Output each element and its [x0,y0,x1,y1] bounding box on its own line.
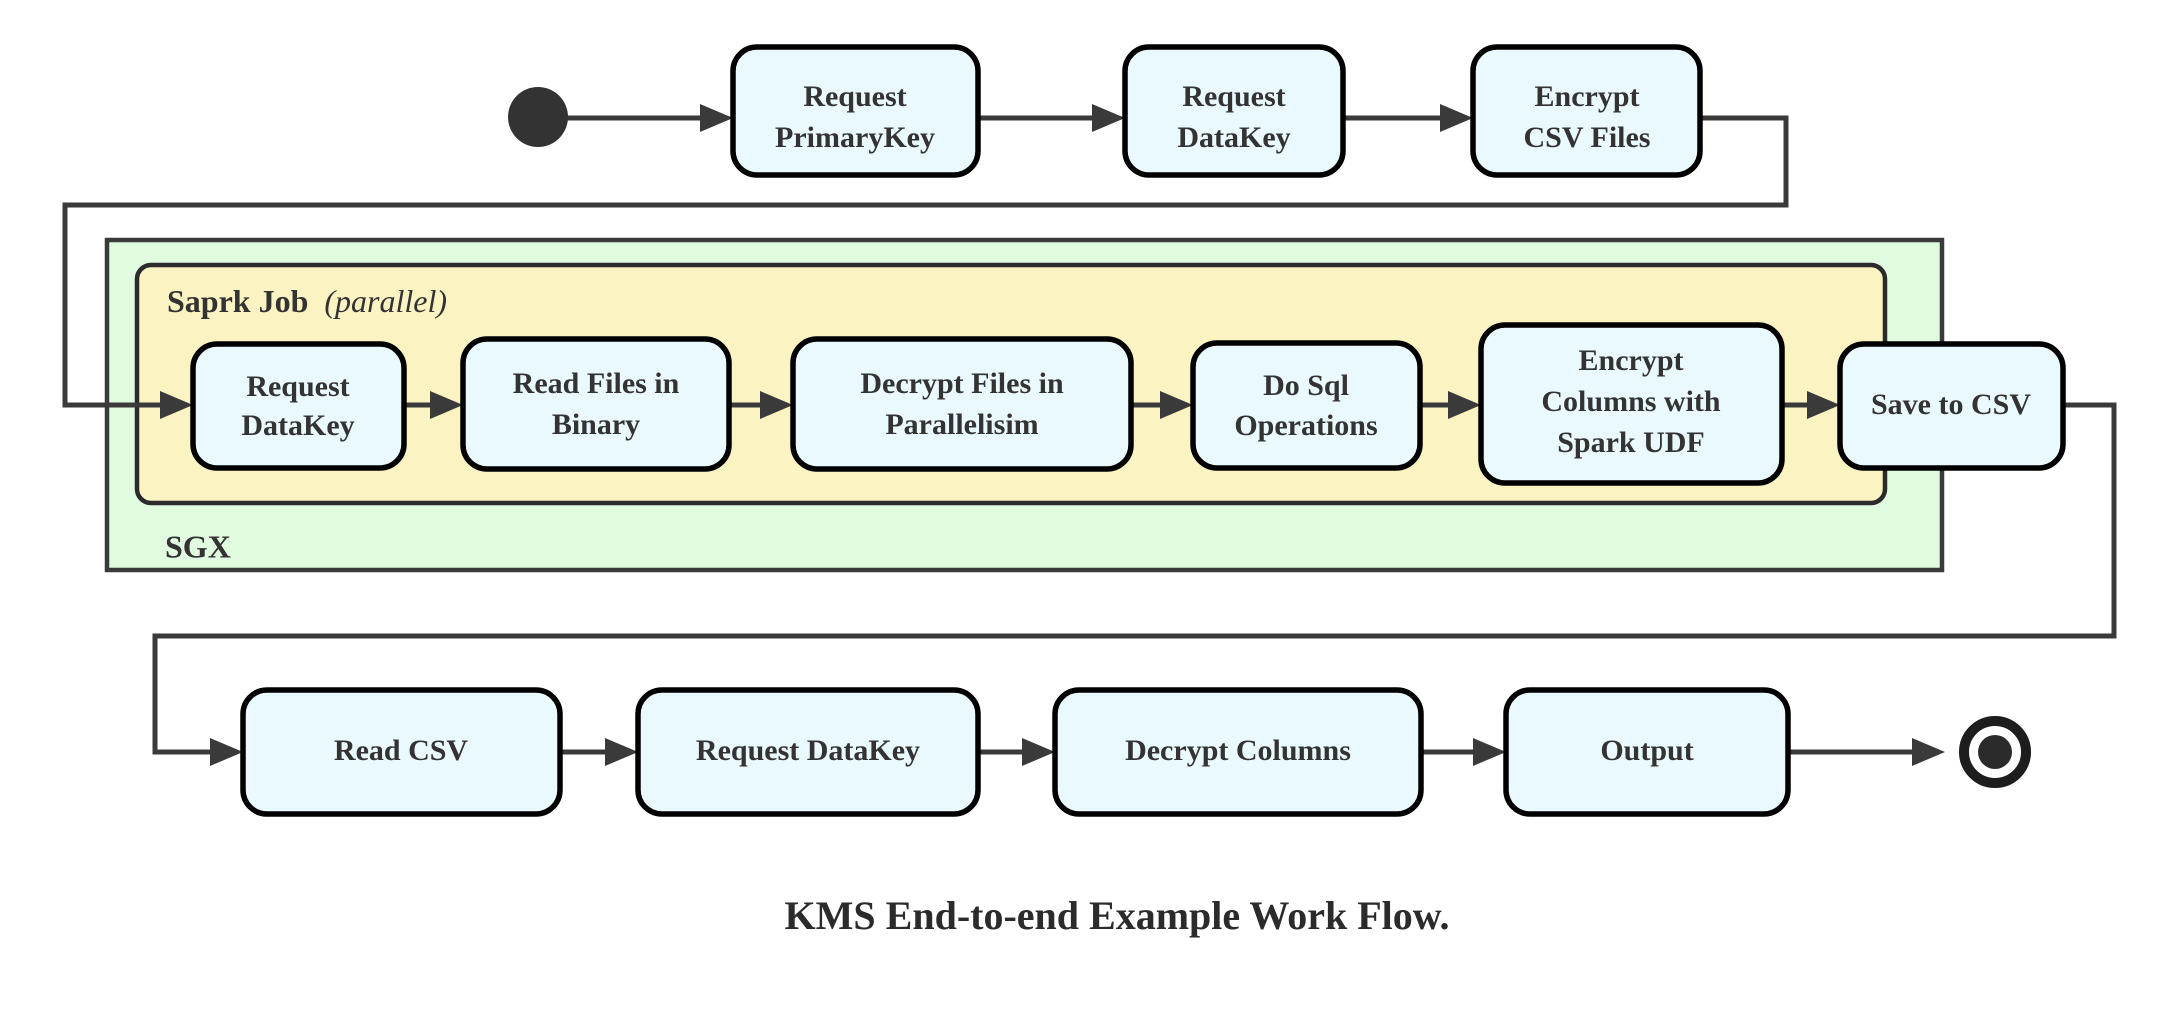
arrowhead-read-binary-to-decrypt-parallel [760,391,793,419]
arrowhead-save-csv-to-read-csv [210,738,243,766]
node-decrypt-files-in-parallelisim[interactable]: Decrypt Files in Parallelisim [790,336,1134,472]
arrowhead-encrypt-csv-to-spark-datakey [160,391,193,419]
node-encrypt-columns-with-spark-udf[interactable]: Encrypt Columns with Spark UDF [1478,322,1785,486]
end-state [1959,716,2031,788]
arrowhead-do-sql-to-encrypt-columns [1448,391,1481,419]
request-datakey-bottom-box[interactable] [635,687,981,817]
encrypt-csv-files-box[interactable] [1470,44,1703,178]
edge-save-csv-to-read-csv [152,402,2117,755]
edges [62,104,2117,766]
spark-container-label-main: Saprk Job [167,283,308,319]
read-csv-label: Read CSV [334,734,469,767]
arrowhead-read-csv-to-request-datakey [605,738,638,766]
start-state-dot [508,87,568,147]
arrowhead-datakey-to-encrypt-csv [1440,104,1473,132]
arrowhead-decrypt-parallel-to-do-sql [1160,391,1193,419]
do-sql-operations-box[interactable] [1190,340,1423,471]
arrowhead-primarykey-to-datakey [1092,104,1125,132]
node-do-sql-operations[interactable]: Do Sql Operations [1190,340,1423,471]
arrowhead-spark-datakey-to-read-binary [430,391,463,419]
output-label: Output [1600,734,1693,767]
decrypt-columns-label: Decrypt Columns [1125,734,1351,767]
arrowhead-request-datakey-to-decrypt-columns [1022,738,1055,766]
spark-container-label: Saprk Job (parallel) [167,283,447,319]
request-datakey-spark-box[interactable] [190,341,407,471]
node-request-primarykey[interactable]: Request PrimaryKey [730,44,981,178]
request-primarykey-label-line-2: PrimaryKey [775,121,935,154]
read-files-in-binary-label-line-1: Read Files in [513,367,680,400]
request-datakey-spark-label-line-2: DataKey [241,409,354,442]
arrowhead-start-to-request-primarykey [700,104,733,132]
sgx-container-label: SGX [165,528,231,564]
decrypt-files-in-parallelisim-box[interactable] [790,336,1134,472]
do-sql-operations-label-line-2: Operations [1234,409,1377,442]
decrypt-files-in-parallelisim-label-line-1: Decrypt Files in [860,367,1064,400]
decrypt-files-in-parallelisim-label-line-2: Parallelisim [885,408,1038,441]
encrypt-columns-with-spark-udf-label-line-3: Spark UDF [1557,426,1705,459]
node-read-files-in-binary[interactable]: Read Files in Binary [460,336,732,472]
encrypt-columns-with-spark-udf-label-line-1: Encrypt [1579,344,1684,377]
end-state-core [1978,735,2012,769]
encrypt-columns-with-spark-udf-label-line-2: Columns with [1541,385,1721,418]
request-datakey-top-box[interactable] [1122,44,1346,178]
encrypt-csv-files-label-line-1: Encrypt [1535,80,1640,113]
spark-container-label-suffix: (parallel) [324,283,447,319]
save-to-csv-box[interactable] [1837,341,2066,471]
encrypt-columns-with-spark-udf-box[interactable] [1478,322,1785,486]
node-request-datakey-spark[interactable]: Request DataKey [190,341,407,471]
request-primarykey-label-line-1: Request [803,80,906,113]
arrowhead-encrypt-columns-to-save-csv [1807,391,1840,419]
request-datakey-top-label-line-2: DataKey [1177,121,1290,154]
arrowhead-output-to-end [1912,738,1945,766]
node-encrypt-csv-files[interactable]: Encrypt CSV Files [1470,44,1703,178]
request-datakey-spark-label-line-1: Request [246,370,349,403]
arrowhead-decrypt-columns-to-output [1473,738,1506,766]
node-read-csv[interactable]: Read CSV [240,687,563,817]
read-files-in-binary-label-line-2: Binary [552,408,640,441]
request-datakey-top-label-line-1: Request [1182,80,1285,113]
output-box[interactable] [1503,687,1791,817]
request-datakey-bottom-label: Request DataKey [696,734,920,767]
node-decrypt-columns[interactable]: Decrypt Columns [1052,687,1424,817]
save-to-csv-label: Save to CSV [1871,388,2031,421]
decrypt-columns-box[interactable] [1052,687,1424,817]
encrypt-csv-files-label-line-2: CSV Files [1524,121,1651,154]
node-request-datakey-top[interactable]: Request DataKey [1122,44,1346,178]
node-save-to-csv[interactable]: Save to CSV [1837,341,2066,471]
start-state [508,87,568,147]
node-output[interactable]: Output [1503,687,1791,817]
read-csv-box[interactable] [240,687,563,817]
do-sql-operations-label-line-1: Do Sql [1263,369,1349,402]
diagram-caption: KMS End-to-end Example Work Flow. [785,893,1450,938]
edge-encrypt-csv-to-spark-datakey [62,115,1789,408]
node-request-datakey-bottom[interactable]: Request DataKey [635,687,981,817]
read-files-in-binary-box[interactable] [460,336,732,472]
request-primarykey-box[interactable] [730,44,981,178]
